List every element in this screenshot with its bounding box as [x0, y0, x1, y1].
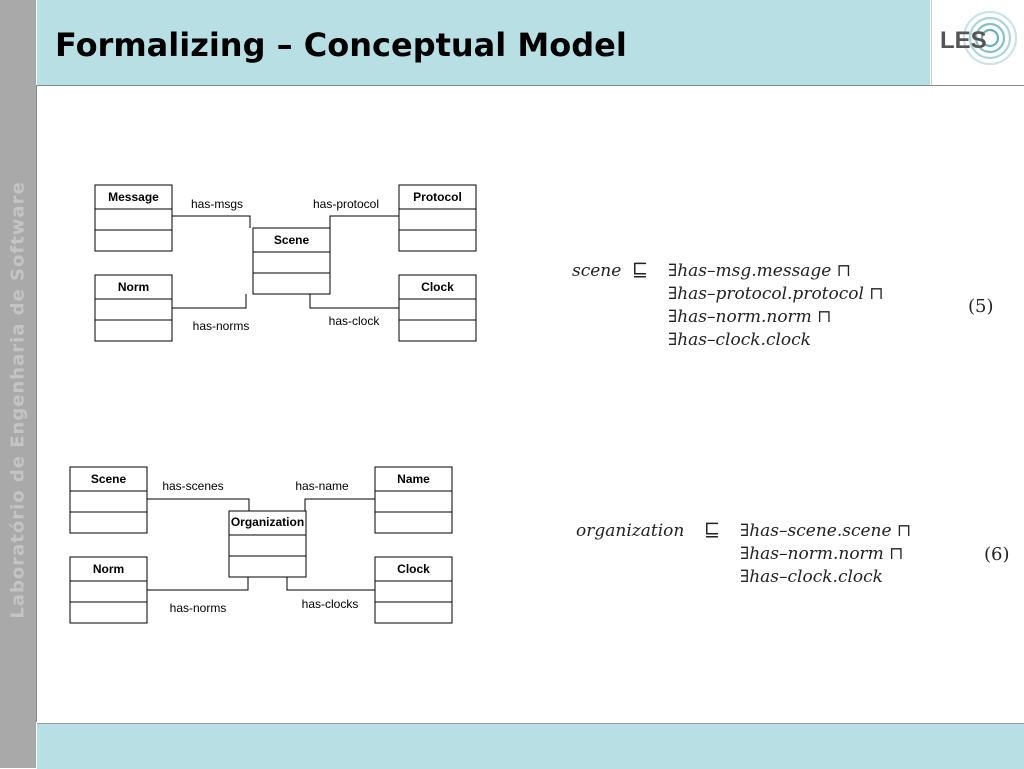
class-norm-2: Norm — [69, 556, 148, 624]
eq5-lhs: scene — [572, 261, 622, 281]
connector-has-norms-2 — [147, 577, 249, 591]
class-organization-label: Organization — [231, 515, 304, 529]
label-has-clocks: has-clocks — [302, 597, 359, 611]
logo: LES — [931, 0, 1024, 85]
eq6-lhs: organization — [576, 521, 685, 541]
sidebar-label: Laboratório de Engenharia de Software — [7, 181, 29, 619]
connector-has-clock — [309, 294, 400, 309]
class-message-label: Message — [108, 190, 159, 204]
class-scene: Scene — [252, 227, 331, 295]
label-has-norms: has-norms — [193, 319, 250, 333]
eq6-number: (6) — [984, 544, 1010, 565]
class-norm-2-label: Norm — [93, 562, 124, 576]
class-protocol-label: Protocol — [413, 190, 462, 204]
class-clock-2: Clock — [374, 556, 453, 624]
les-logo-icon: LES — [940, 10, 1018, 66]
class-norm: Norm — [94, 274, 173, 342]
class-scene-2: Scene — [69, 466, 148, 534]
label-has-scenes: has-scenes — [162, 479, 223, 493]
class-clock: Clock — [398, 274, 477, 342]
label-has-name: has-name — [295, 479, 349, 493]
class-protocol: Protocol — [398, 184, 477, 252]
connector-has-name — [304, 498, 375, 511]
eq6-op: ⊑ — [704, 519, 721, 541]
eq5-line-2: ∃has–protocol.protocol ⊓ — [668, 284, 884, 304]
header: Formalizing – Conceptual Model — [37, 0, 930, 85]
footer — [37, 723, 1024, 769]
label-has-msgs: has-msgs — [191, 197, 243, 211]
slide-title: Formalizing – Conceptual Model — [55, 26, 627, 64]
content-border — [36, 86, 37, 722]
eq5-number: (5) — [968, 296, 994, 317]
class-clock-2-label: Clock — [397, 562, 430, 576]
class-message: Message — [94, 184, 173, 252]
footer-left — [0, 723, 36, 768]
eq5-line-3: ∃has–norm.norm ⊓ — [668, 307, 832, 327]
label-has-norms-2: has-norms — [170, 601, 227, 615]
eq6-line-1: ∃has–scene.scene ⊓ — [740, 521, 912, 541]
eq5-op: ⊑ — [632, 259, 649, 281]
class-scene-2-label: Scene — [91, 472, 127, 486]
label-has-clock: has-clock — [329, 314, 381, 328]
header-divider — [36, 85, 1024, 86]
class-norm-label: Norm — [118, 280, 149, 294]
diagram-organization: Scene Name Organization Norm Clock has-s… — [69, 466, 453, 624]
eq5-line-4: ∃has–clock.clock — [668, 330, 811, 350]
connector-has-norms — [172, 294, 247, 309]
eq5-line-1: ∃has–msg.message ⊓ — [668, 261, 852, 281]
class-scene-label: Scene — [274, 233, 310, 247]
class-clock-label: Clock — [421, 280, 454, 294]
connector-has-msgs — [172, 215, 251, 228]
connector-has-protocol — [329, 215, 400, 228]
class-organization: Organization — [228, 510, 307, 578]
label-has-protocol: has-protocol — [313, 197, 379, 211]
diagram-scene: Message Protocol Scene Norm Clock has-ms… — [94, 184, 477, 342]
eq6-line-2: ∃has–norm.norm ⊓ — [740, 544, 904, 564]
connector-has-clocks — [286, 577, 375, 591]
connector-has-scenes — [147, 498, 250, 511]
eq6-line-3: ∃has–clock.clock — [740, 567, 883, 587]
class-name: Name — [374, 466, 453, 534]
logo-text: LES — [940, 27, 987, 54]
class-name-label: Name — [397, 472, 430, 486]
sidebar: Laboratório de Engenharia de Software — [0, 0, 36, 768]
